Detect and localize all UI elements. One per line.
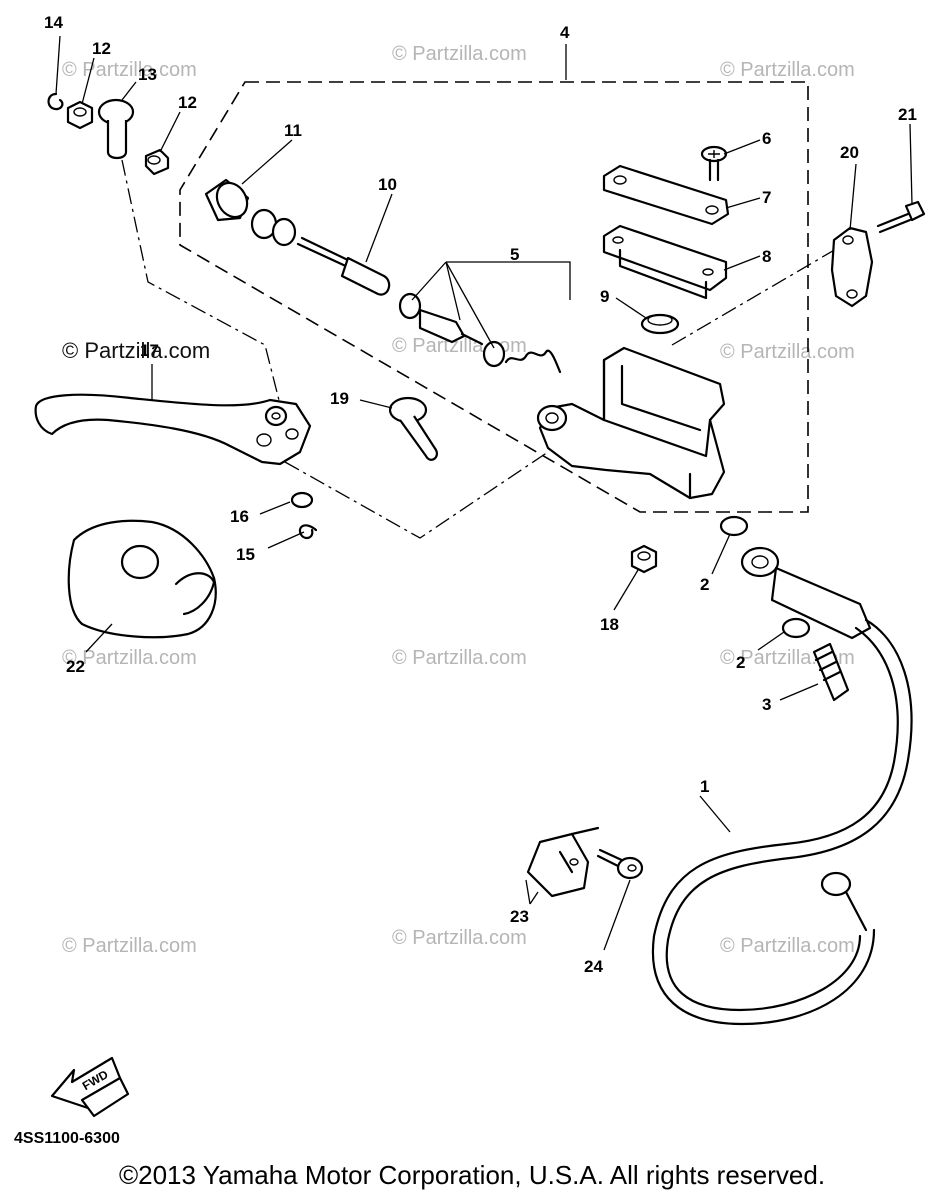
master-cylinder-body <box>536 346 726 500</box>
callout-10: 10 <box>378 175 397 194</box>
push-rod-part-10 <box>296 236 391 296</box>
banjo-bolt-part-3 <box>812 642 850 702</box>
callout-5: 5 <box>510 245 519 264</box>
nut-part-12 <box>66 100 94 130</box>
callout-18: 18 <box>600 615 619 634</box>
callout-19: 19 <box>330 389 349 408</box>
callout-23: 23 <box>510 907 529 926</box>
circlip-part-15 <box>298 524 318 540</box>
callout-6: 6 <box>762 129 771 148</box>
callout-numbers: 1 2 2 3 4 5 6 7 8 9 10 11 12 12 13 14 15… <box>44 13 917 976</box>
watermark: © Partzilla.com <box>392 927 527 949</box>
bolt-part-21 <box>876 200 926 234</box>
clip-part-14 <box>47 92 64 111</box>
callout-14: 14 <box>44 13 63 32</box>
callout-22: 22 <box>66 657 85 676</box>
watermarks: © Partzilla.com © Partzilla.com © Partzi… <box>62 43 855 957</box>
leader-lines <box>55 35 913 951</box>
boot-part-11 <box>204 178 297 247</box>
bolt-part-24 <box>596 848 644 880</box>
callout-9: 9 <box>600 287 609 306</box>
watermark: © Partzilla.com <box>62 935 197 957</box>
copyright-notice: ©2013 Yamaha Motor Corporation, U.S.A. A… <box>118 1160 826 1190</box>
lever-part-17 <box>34 393 312 466</box>
clamp-part-20 <box>830 226 874 308</box>
nut-part-18 <box>630 544 658 574</box>
lever-cover-part-22 <box>67 519 217 639</box>
callout-16: 16 <box>230 507 249 526</box>
reservoir-cap-part-7 <box>602 164 730 226</box>
watermark: © Partzilla.com <box>720 935 855 957</box>
washer-part-16 <box>290 491 314 509</box>
callout-1: 1 <box>700 777 709 796</box>
watermark: © Partzilla.com <box>62 647 197 669</box>
diagram-code: 4SS1100-6300 <box>14 1130 120 1147</box>
callout-17: 17 <box>140 341 159 360</box>
screw-part-6 <box>700 145 728 182</box>
bolt-part-19 <box>388 396 438 461</box>
callout-21: 21 <box>898 105 917 124</box>
watermark-main: © Partzilla.com <box>62 338 211 363</box>
washer-part-2 <box>719 515 749 537</box>
callout-20: 20 <box>840 143 859 162</box>
watermark: © Partzilla.com <box>392 43 527 65</box>
washer-part-2 <box>781 617 811 639</box>
watermark: © Partzilla.com <box>62 59 197 81</box>
watermark: © Partzilla.com <box>720 341 855 363</box>
callout-11: 11 <box>284 121 302 140</box>
fwd-arrow-icon: FWD <box>50 1056 130 1118</box>
brake-hose-part-1 <box>651 546 913 1026</box>
assembly-outline-4 <box>179 81 809 513</box>
callout-3: 3 <box>762 695 771 714</box>
callout-13: 13 <box>138 65 157 84</box>
collar-part-12 <box>144 148 170 176</box>
callout-15: 15 <box>236 545 255 564</box>
diaphragm-part-8 <box>602 224 728 300</box>
callout-12: 12 <box>92 39 111 58</box>
callout-4: 4 <box>560 23 570 42</box>
watermark: © Partzilla.com <box>392 647 527 669</box>
alignment-lines <box>121 159 849 539</box>
callout-24: 24 <box>584 957 603 976</box>
callout-8: 8 <box>762 247 771 266</box>
callout-2: 2 <box>736 653 745 672</box>
callout-2: 2 <box>700 575 709 594</box>
piston-kit-part-5 <box>398 292 562 374</box>
watermark: © Partzilla.com <box>720 59 855 81</box>
hose-guide-part-23 <box>526 826 600 898</box>
pivot-bolt-part-13 <box>97 98 135 160</box>
callout-7: 7 <box>762 188 771 207</box>
plate-part-9 <box>640 313 680 335</box>
callout-12: 12 <box>178 93 197 112</box>
